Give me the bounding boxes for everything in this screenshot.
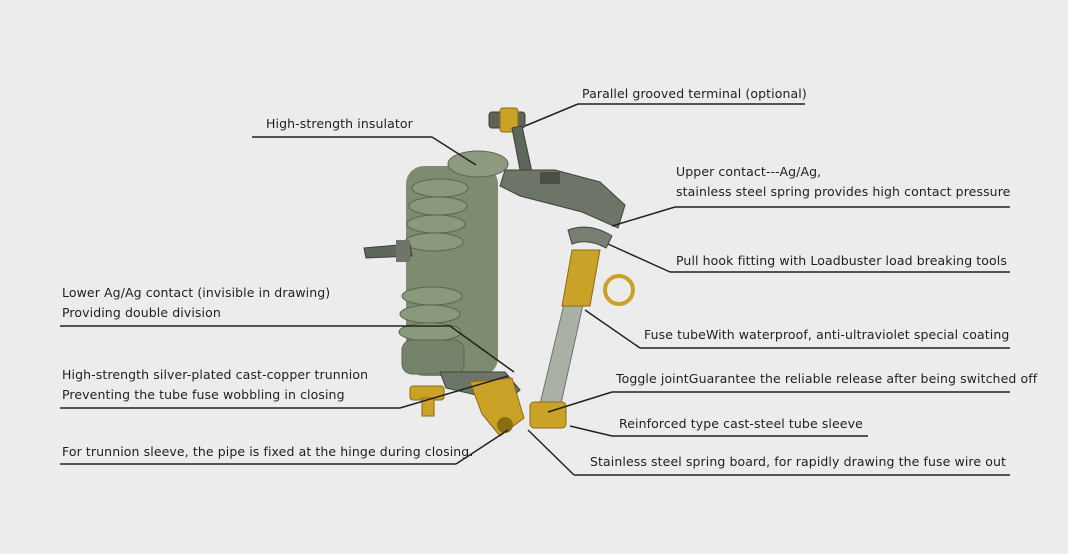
mounting-bracket xyxy=(363,240,413,262)
label-upper-contact-line2: stainless steel spring provides high con… xyxy=(676,184,1011,199)
lower-hinge-assembly xyxy=(409,371,525,437)
label-spring-board: Stainless steel spring board, for rapidl… xyxy=(590,454,1007,469)
parallel-grooved-terminal xyxy=(488,107,533,173)
label-trunnion-line2: Preventing the tube fuse wobbling in clo… xyxy=(62,387,345,402)
label-parallel-terminal: Parallel grooved terminal (optional) xyxy=(582,86,807,101)
label-tube-sleeve: Reinforced type cast-steel tube sleeve xyxy=(619,416,863,431)
label-insulator: High-strength insulator xyxy=(266,116,413,131)
leader-lines xyxy=(60,103,1010,476)
label-lower-contact-line1: Lower Ag/Ag contact (invisible in drawin… xyxy=(62,285,331,300)
label-trunnion-line1: High-strength silver-plated cast-copper … xyxy=(62,367,369,382)
insulator xyxy=(398,150,509,376)
label-pull-hook: Pull hook fitting with Loadbuster load b… xyxy=(676,253,1007,268)
label-toggle-joint: Toggle jointGuarantee the reliable relea… xyxy=(616,371,1038,386)
label-fuse-tube: Fuse tubeWith waterproof, anti-ultraviol… xyxy=(644,327,1010,342)
label-upper-contact-line1: Upper contact---Ag/Ag, xyxy=(676,164,822,179)
label-lower-contact-line2: Providing double division xyxy=(62,305,221,320)
label-trunnion-sleeve: For trunnion sleeve, the pipe is fixed a… xyxy=(62,444,474,459)
upper-contact-housing xyxy=(499,169,626,249)
